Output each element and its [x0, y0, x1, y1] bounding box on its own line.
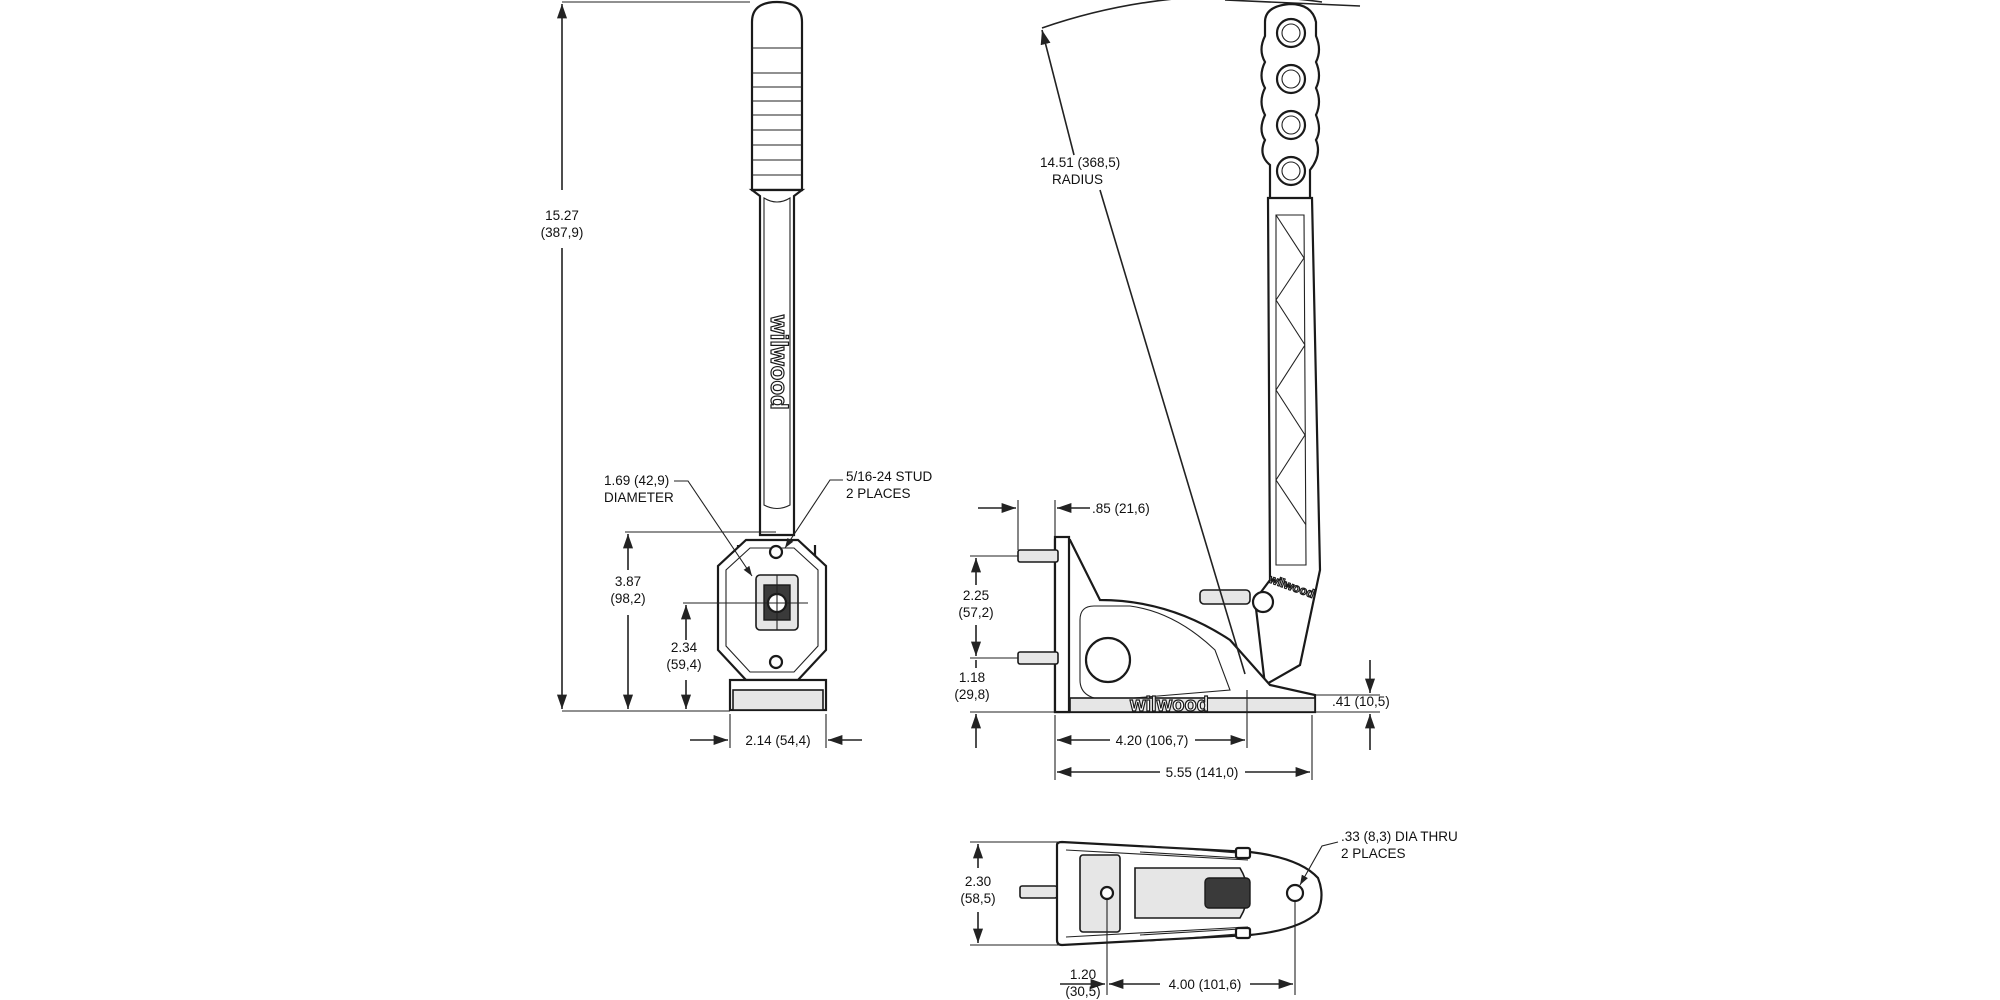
- front-lower-bolt: [768, 654, 784, 670]
- front-shaft-channel: [763, 197, 791, 510]
- overall-height-metric: (387,9): [541, 225, 584, 240]
- overall-height-label: 15.27: [545, 208, 579, 223]
- front-handle-grip: [750, 0, 804, 192]
- side-base-window: [1079, 605, 1231, 701]
- hole-offset-label: 1.20: [1070, 967, 1096, 982]
- side-lower-stud: [1017, 651, 1059, 665]
- stud-spacing-metric: (57,2): [958, 605, 993, 620]
- hole-note: 2 PLACES: [1341, 846, 1406, 861]
- stud-offset-label: .85 (21,6): [1092, 501, 1150, 516]
- radius-label: 14.51 (368,5): [1040, 155, 1120, 170]
- side-base-hole: [1084, 636, 1132, 684]
- side-upper-stud: [1017, 549, 1059, 563]
- top-width-label: 2.30: [965, 874, 991, 889]
- top-pin-upper: [1234, 846, 1252, 860]
- front-view: wilwood: [716, 0, 828, 712]
- front-hex-inner: [725, 547, 819, 673]
- overall-length-label: 5.55 (141,0): [1166, 765, 1239, 780]
- top-stud: [1019, 885, 1058, 899]
- stud-spacing-label: 2.25: [963, 588, 989, 603]
- side-dimensions: 14.51 (368,5) RADIUS .85 (21,6) 2.25 (57…: [954, 29, 1390, 780]
- top-width-metric: (58,5): [960, 891, 995, 906]
- side-base-plate: [1053, 535, 1071, 714]
- top-pin-lower: [1234, 926, 1252, 940]
- front-base-foot: [732, 689, 824, 711]
- radius-arc: [1041, 0, 1323, 29]
- hole-offset-metric: (30,5): [1065, 984, 1100, 999]
- base-height-metric: (98,2): [610, 591, 645, 606]
- side-handle-holes: [1275, 17, 1307, 187]
- front-logo: wilwood: [765, 314, 792, 410]
- top-pivot-hole: [1285, 883, 1305, 903]
- side-lever-upper-bolt: [1251, 590, 1275, 614]
- pivot-distance-label: 4.20 (106,7): [1116, 733, 1189, 748]
- hole-spacing-label: 4.00 (101,6): [1169, 977, 1242, 992]
- front-grip-rings: [752, 47, 802, 176]
- radius-note: RADIUS: [1052, 172, 1103, 187]
- base-height-label: 3.87: [615, 574, 641, 589]
- front-upper-bolt: [768, 544, 784, 560]
- side-stop-pin: [1199, 589, 1251, 605]
- stud-height-metric: (29,8): [954, 687, 989, 702]
- stud-label: 5/16-24 STUD: [846, 469, 933, 484]
- diameter-note: DIAMETER: [604, 490, 674, 505]
- hole-label: .33 (8,3) DIA THRU: [1341, 829, 1458, 844]
- side-view: wilwood wilwood: [1017, 0, 1361, 717]
- top-ribs: [1139, 845, 1251, 942]
- stud-height-label: 1.18: [959, 670, 985, 685]
- pivot-height-metric: (59,4): [666, 657, 701, 672]
- side-lever-truss: [1275, 214, 1307, 566]
- side-base-foot: [1069, 697, 1316, 713]
- base-width-label: 2.14 (54,4): [745, 733, 810, 748]
- pivot-height-label: 2.34: [671, 640, 698, 655]
- side-base-logo: wilwood: [1129, 694, 1209, 716]
- foot-height-label: .41 (10,5): [1332, 694, 1390, 709]
- top-mount-hole: [1099, 885, 1115, 901]
- stud-note: 2 PLACES: [846, 486, 911, 501]
- front-dimensions: 15.27 (387,9) 3.87 (98,2) 2.34 (59,4) 1.…: [541, 1, 933, 748]
- top-lever: [1204, 877, 1251, 909]
- top-dimensions: 2.30 (58,5) .33 (8,3) DIA THRU 2 PLACES …: [960, 829, 1457, 999]
- side-lever-arm: [1253, 196, 1322, 687]
- top-view: [1019, 840, 1323, 947]
- side-handle: [1260, 2, 1321, 202]
- diameter-label: 1.69 (42,9): [604, 473, 669, 488]
